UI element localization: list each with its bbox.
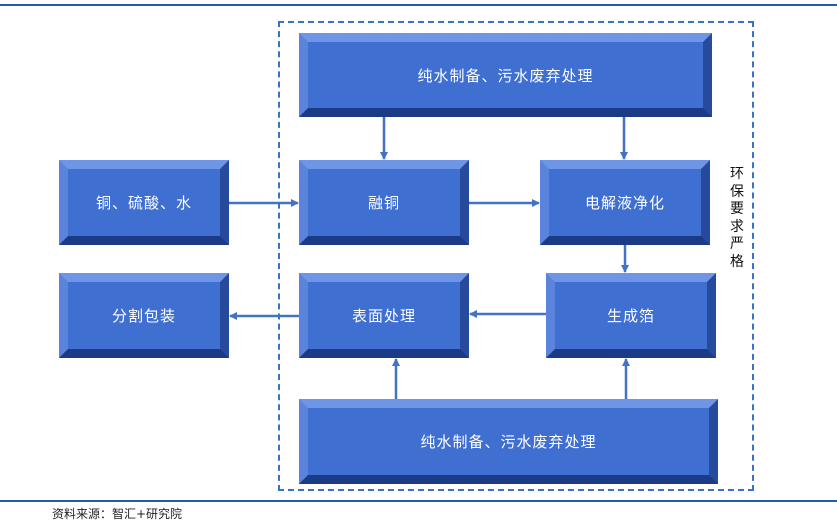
source-note: 资料来源：智汇+研究院 bbox=[52, 507, 183, 521]
node-raw-materials: 铜、硫酸、水 bbox=[59, 160, 229, 245]
node-water-treatment-top: 纯水制备、污水废弃处理 bbox=[299, 33, 712, 117]
node-melt-copper: 融铜 bbox=[299, 160, 469, 245]
environmental-boundary bbox=[278, 21, 754, 491]
bottom-rule bbox=[0, 500, 837, 502]
node-water-treatment-bottom: 纯水制备、污水废弃处理 bbox=[299, 399, 718, 484]
node-surface-treatment: 表面处理 bbox=[299, 273, 469, 358]
node-foil-generation: 生成箔 bbox=[546, 273, 716, 358]
environmental-requirement-label: 环保要求严格 bbox=[730, 166, 744, 270]
node-electrolyte-purification: 电解液净化 bbox=[540, 160, 710, 245]
node-cutting-packaging: 分割包装 bbox=[59, 273, 229, 358]
top-rule bbox=[0, 4, 837, 6]
